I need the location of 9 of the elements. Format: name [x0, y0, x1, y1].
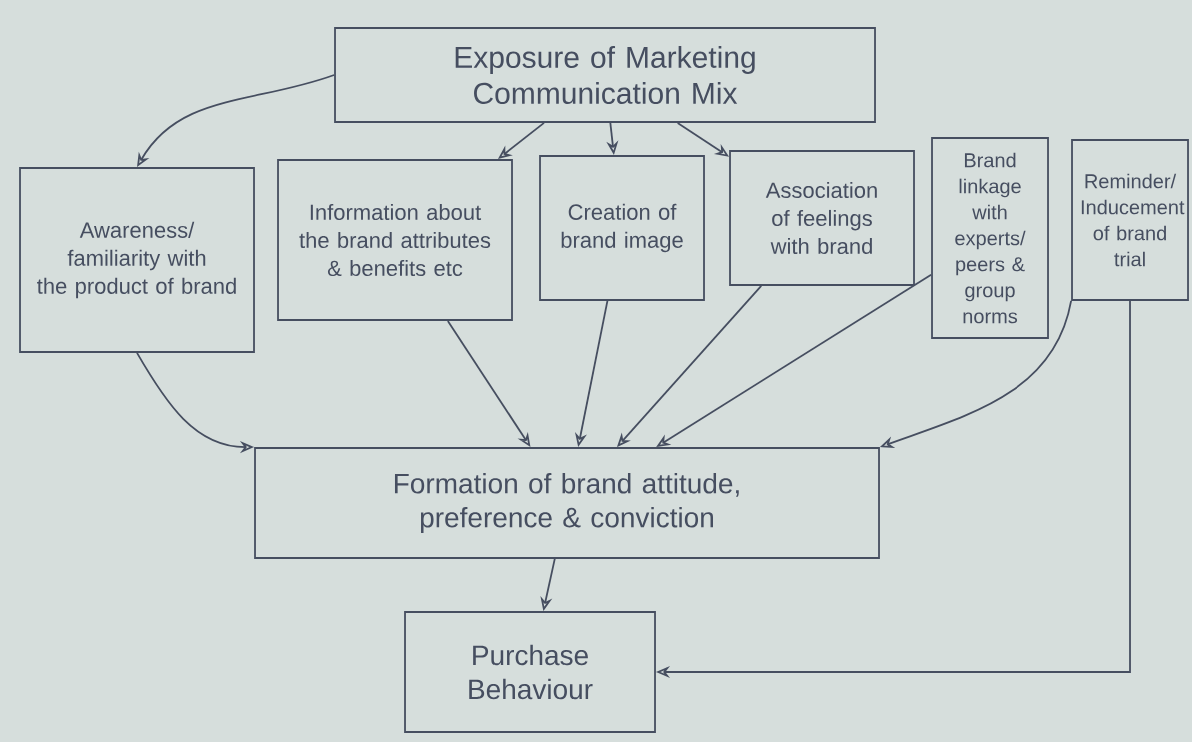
process-box: Exposure of Marketing Communication Mix [334, 27, 876, 123]
process-box: Association of feelings with brand [729, 150, 915, 286]
process-box: Awareness/ familiarity with the product of brand [19, 167, 255, 353]
process-box: Purchase Behaviour [404, 611, 656, 733]
process-box: Reminder/ Inducement of brand trial [1071, 139, 1189, 301]
process-box: Brand linkage with experts/ peers & group norms [931, 137, 1049, 339]
process-box: Formation of brand attitude, preference & conviction [254, 447, 880, 559]
process-box: Information about the brand attributes & benefits etc [277, 159, 513, 321]
process-box: Creation of brand image [539, 155, 705, 301]
